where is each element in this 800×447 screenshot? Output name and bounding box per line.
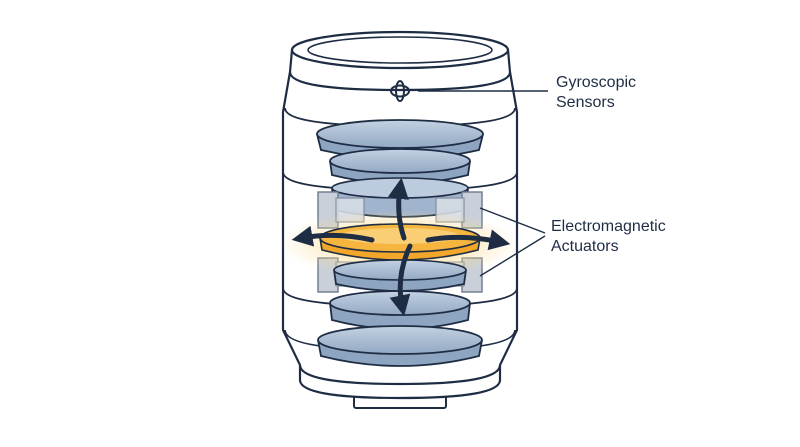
callout-lines xyxy=(418,90,548,277)
electromagnetic-actuators-label: Electromagnetic Actuators xyxy=(551,218,666,255)
gyro-label-line-1: Gyroscopic xyxy=(556,74,636,91)
barrel-top-inner xyxy=(307,36,493,64)
actuator-leader-line-top xyxy=(479,207,546,234)
motion-arrow-down-icon xyxy=(389,243,413,317)
actuator-label-line-1: Electromagnetic xyxy=(551,218,666,235)
actuator-leader-line-bottom xyxy=(479,235,546,277)
gyro-label-line-2: Sensors xyxy=(556,94,615,111)
motion-arrows xyxy=(291,177,511,317)
gyroscopic-sensors-label: Gyroscopic Sensors xyxy=(556,74,636,111)
motion-arrow-up-icon xyxy=(388,177,409,241)
lens-element-bottom xyxy=(317,325,483,367)
motion-arrow-left-icon xyxy=(291,225,375,247)
stabilized-lens-element xyxy=(280,210,520,278)
lens-element-upper xyxy=(329,148,471,185)
gyroscope-icon xyxy=(390,80,410,102)
actuator-label-line-2: Actuators xyxy=(551,238,619,255)
motion-arrow-right-icon xyxy=(425,229,511,251)
